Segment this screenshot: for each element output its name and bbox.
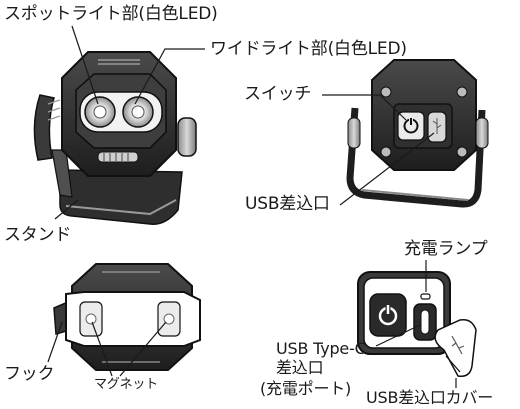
label-usb-cover: USB差込口カバー [366, 388, 494, 407]
power-icon [403, 117, 419, 134]
label-usb-typec-line2: 差込口 [276, 358, 324, 377]
label-usb-port: USB差込口 [245, 194, 330, 214]
label-spotlight: スポットライト部(白色LED) [4, 4, 218, 24]
charge-port-closeup [357, 271, 477, 378]
label-stand: スタンド [4, 225, 72, 245]
front-view-lamp [33, 51, 197, 225]
bottom-view-lamp [53, 263, 201, 371]
label-usb-typec-line1: USB Type-C [276, 339, 366, 358]
label-switch: スイッチ [244, 84, 312, 104]
usb-icon [451, 335, 465, 355]
label-hook: フック [4, 364, 55, 384]
leader-lines-bottom-right [375, 260, 457, 388]
label-usb-typec-line3: (充電ポート) [260, 379, 352, 398]
power-icon [378, 304, 398, 326]
label-charge-lamp: 充電ランプ [404, 239, 488, 259]
label-magnet: マグネット [94, 377, 159, 392]
usb-icon [432, 118, 442, 134]
leader-lines-top-left [54, 25, 205, 220]
leader-lines-bottom-left [47, 321, 167, 377]
leader-lines-top-right [322, 94, 435, 206]
label-widelight: ワイドライト部(白色LED) [210, 39, 407, 59]
